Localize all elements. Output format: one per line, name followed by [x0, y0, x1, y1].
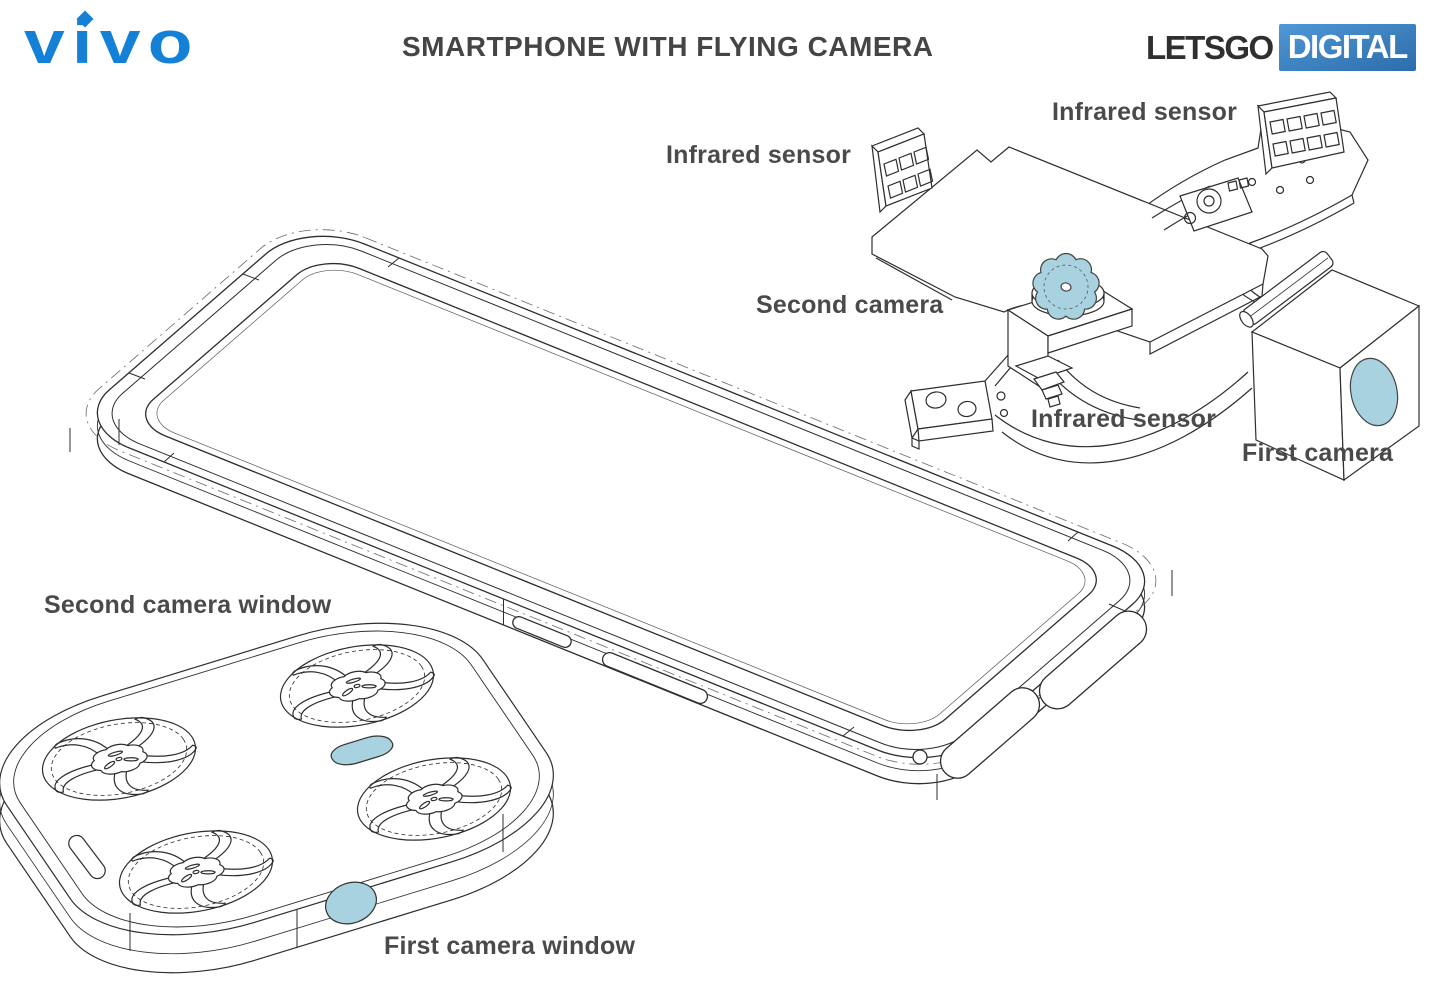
flying-camera-module-figure — [870, 91, 1421, 482]
first-camera-rail — [1239, 250, 1334, 328]
phone-figure — [57, 212, 1185, 800]
label-second-camera: Second camera — [756, 291, 944, 319]
second-camera-assembly — [1006, 252, 1134, 408]
phone-side-hole — [912, 749, 928, 765]
phone-drone-bay-slot-2 — [939, 687, 1041, 779]
phone-drone-bay-slot-1 — [1038, 610, 1148, 710]
phone-antenna-seams — [128, 257, 1126, 737]
phone-speaker-slot-small — [512, 615, 572, 649]
label-infrared-sensor-bottom: Infrared sensor — [1031, 405, 1217, 433]
phone-phantom-outline — [57, 212, 1185, 781]
label-infrared-sensor-left: Infrared sensor — [666, 141, 852, 169]
module-main-plate-thickness — [875, 257, 1264, 355]
first-camera-window-highlight — [325, 881, 377, 925]
phone-frame-band — [88, 230, 1153, 763]
letsgo-logo-text: LETSGO — [1146, 28, 1274, 66]
second-camera-window-highlight — [326, 732, 397, 769]
infrared-sensor-bar-top — [1256, 91, 1345, 176]
digital-badge-text: DIGITAL — [1287, 28, 1409, 65]
module-screw-block — [1179, 177, 1253, 232]
module-sw-bracket — [904, 345, 1025, 450]
letsgo-digital-logo: LETSGO DIGITAL — [1146, 24, 1416, 71]
drone-side-slot — [68, 834, 106, 880]
vivo-logo-text: vivo — [24, 9, 200, 76]
drone-figure — [0, 593, 591, 1000]
phone-screen — [128, 253, 1113, 740]
page-title: SMARTPHONE WITH FLYING CAMERA — [402, 31, 934, 62]
first-camera-cube — [1250, 269, 1421, 482]
phone-speaker-slot-large — [601, 651, 709, 705]
module-arm-band-inner — [1001, 387, 1253, 464]
infrared-sensor-bar-left — [870, 127, 934, 214]
label-first-camera: First camera — [1242, 439, 1394, 467]
first-camera-lens-highlight — [1349, 357, 1399, 427]
module-arm-band-outer — [994, 371, 1249, 448]
digital-badge: DIGITAL — [1278, 24, 1416, 71]
drone-corner-connectors — [129, 814, 504, 951]
label-infrared-sensor-top: Infrared sensor — [1052, 98, 1238, 126]
vivo-logo: vivo — [24, 8, 200, 77]
drone-body — [0, 593, 591, 965]
phone-corner-connectors — [69, 419, 1173, 800]
label-first-camera-window: First camera window — [384, 932, 636, 960]
label-second-camera-window: Second camera window — [44, 591, 332, 619]
phone-screen-inner-line — [141, 261, 1100, 733]
